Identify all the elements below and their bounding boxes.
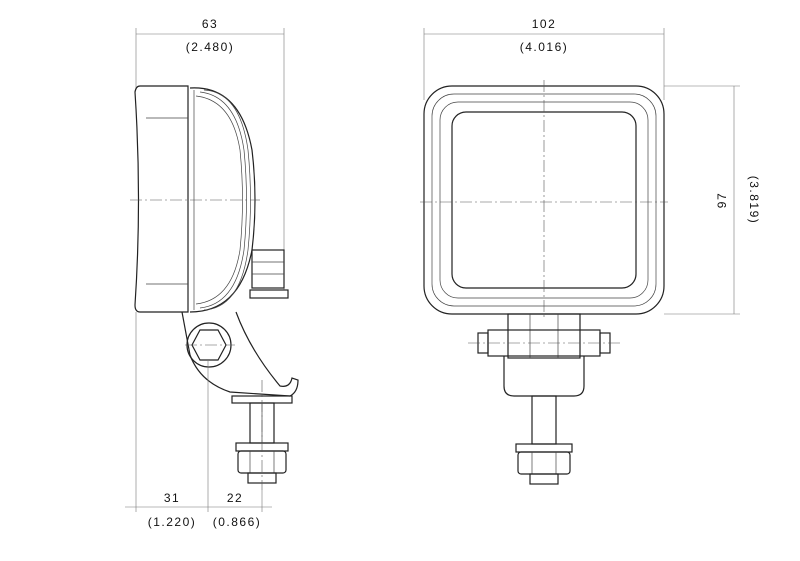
front-height-in: (3.819) (747, 176, 761, 225)
front-width-mm: 102 (532, 17, 557, 31)
bottom-right-in: (0.866) (213, 515, 262, 529)
front-bolt-nut (517, 451, 571, 475)
side-width-mm: 63 (202, 17, 218, 31)
front-bracket (507, 313, 581, 359)
front-width-in: (4.016) (520, 40, 569, 54)
front-bolt (531, 395, 557, 445)
bottom-left-mm: 31 (164, 491, 180, 505)
lamp-housing (134, 85, 189, 313)
connector (251, 249, 285, 289)
bottom-right-mm: 22 (227, 491, 243, 505)
mounting-bracket (181, 311, 299, 397)
bottom-left-in: (1.220) (148, 515, 197, 529)
front-height-mm: 97 (715, 192, 729, 208)
side-view: 63 (2.480) 31 22 (1.220) (0.86 (125, 17, 299, 529)
side-width-in: (2.480) (186, 40, 235, 54)
front-view: 102 (4.016) 97 (3.819) (420, 17, 761, 485)
